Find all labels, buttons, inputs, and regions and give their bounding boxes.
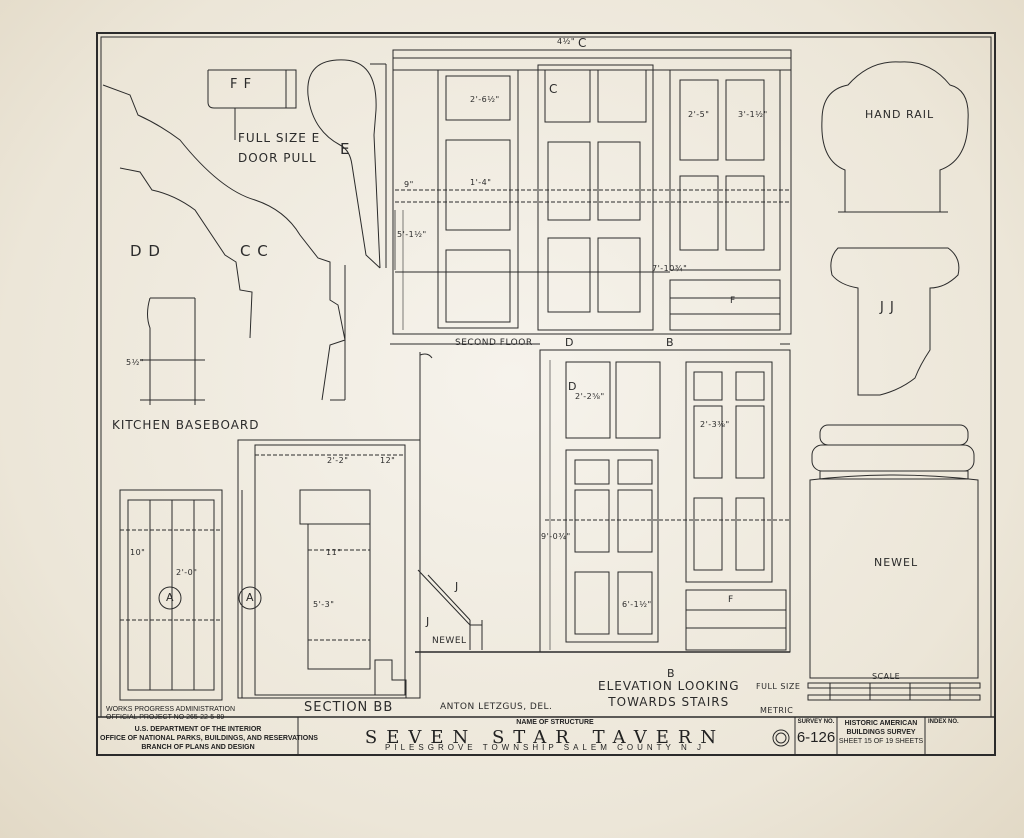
dimension: 10" [130, 548, 146, 557]
dimension: 11" [326, 548, 342, 557]
label-delineator: ANTON LETZGUS, DEL. [440, 702, 553, 712]
label-c-mid: C [549, 82, 559, 96]
dimension: 7'-10¾" [652, 264, 688, 273]
structure-name: SEVEN STAR TAVERN [364, 727, 726, 748]
survey-no-label: SURVEY NO. [797, 719, 835, 725]
wpa-line2: OFFICIAL PROJECT NO 265-22-5-89 [106, 714, 225, 721]
label-b-top: B [666, 336, 675, 349]
agency-line2: OFFICE OF NATIONAL PARKS, BUILDINGS, AND… [100, 735, 318, 742]
label-full-size: FULL SIZE [756, 682, 801, 691]
label-newel-big: NEWEL [874, 556, 919, 569]
dimension: 2'-2" [327, 456, 349, 465]
jj-profile [830, 247, 960, 396]
sheet-number: SHEET 15 OF 19 SHEETS [838, 738, 924, 745]
agency-line1: U.S. DEPARTMENT OF THE INTERIOR [134, 726, 262, 733]
dimension: 9" [404, 180, 414, 189]
section-bb [237, 439, 421, 699]
dimension: 5'-3" [313, 600, 335, 609]
label-f1: F [730, 296, 736, 306]
label-j1: J [455, 580, 460, 593]
name-of-structure-label: NAME OF STRUCTURE [516, 719, 594, 726]
kitchen-baseboard-profile [147, 297, 196, 405]
wpa-block: WORKS PROGRESS ADMINISTRATION OFFICIAL P… [106, 706, 256, 722]
structure-location: PILESGROVE TOWNSHIP SALEM COUNTY N J [385, 743, 705, 752]
label-e: E [340, 140, 351, 158]
survey-no: 6-126 [796, 729, 836, 746]
door-pull-profile [307, 59, 381, 269]
dimension: 1'-4" [470, 178, 492, 187]
survey-seal [772, 729, 790, 747]
label-section-bb: SECTION BB [304, 700, 394, 715]
label-a1: A [166, 591, 175, 604]
door-a [119, 489, 223, 701]
dimension: 4½" [557, 37, 576, 46]
dimension: 9'-0¾" [541, 532, 571, 541]
label-ff: F F [230, 77, 253, 92]
dimension: 5'-1½" [397, 230, 427, 239]
dimension: 2'-0" [176, 568, 198, 577]
label-hand-rail: HAND RAIL [865, 108, 935, 121]
dd-moulding-profile [119, 167, 253, 339]
dimension: 2'-3⅜" [700, 420, 730, 429]
label-b-bottom: B [667, 667, 676, 680]
upper-elevation [392, 49, 792, 335]
label-elevation: ELEVATION LOOKING TOWARDS STAIRS [598, 679, 740, 709]
label-newel-small: NEWEL [432, 636, 467, 646]
label-c-top: C [578, 36, 588, 50]
wpa-line1: WORKS PROGRESS ADMINISTRATION [106, 706, 235, 713]
label-j2: J [426, 615, 431, 628]
label-dd: D D [130, 242, 161, 260]
label-jj: J J [880, 300, 895, 315]
dimension: 2'-5" [688, 110, 710, 119]
label-f2: F [728, 595, 734, 605]
cc-moulding-profile [102, 84, 346, 401]
dimension: 12" [380, 456, 396, 465]
habs-line2: BUILDINGS SURVEY [846, 729, 916, 736]
label-d-mid: D [568, 380, 578, 393]
dimension: 6'-1½" [622, 600, 652, 609]
habs-block: HISTORIC AMERICAN BUILDINGS SURVEY SHEET… [838, 719, 924, 746]
agency-line3: BRANCH OF PLANS AND DESIGN [141, 744, 255, 751]
label-a2: A [246, 591, 255, 604]
dimension: 5½" [126, 358, 145, 367]
habs-line1: HISTORIC AMERICAN [844, 720, 918, 727]
index-no-label: INDEX NO. [928, 719, 959, 725]
label-scale: SCALE [872, 672, 901, 681]
label-door-pull: FULL SIZE E DOOR PULL [238, 131, 321, 165]
label-cc: C C [240, 242, 269, 260]
agency-block: U.S. DEPARTMENT OF THE INTERIOR OFFICE O… [100, 725, 318, 752]
label-second-floor: SECOND FLOOR [455, 338, 533, 348]
dimension: 2'-6½" [470, 95, 500, 104]
label-kitchen-baseboard: KITCHEN BASEBOARD [112, 418, 260, 432]
dimension: 3'-1½" [738, 110, 768, 119]
label-d-top: D [565, 336, 575, 349]
newel-profile [809, 474, 979, 679]
hand-rail-profile [821, 61, 969, 213]
label-metric: METRIC [760, 706, 794, 715]
outer-border [96, 32, 996, 756]
dimension: 2'-2⅝" [575, 392, 605, 401]
